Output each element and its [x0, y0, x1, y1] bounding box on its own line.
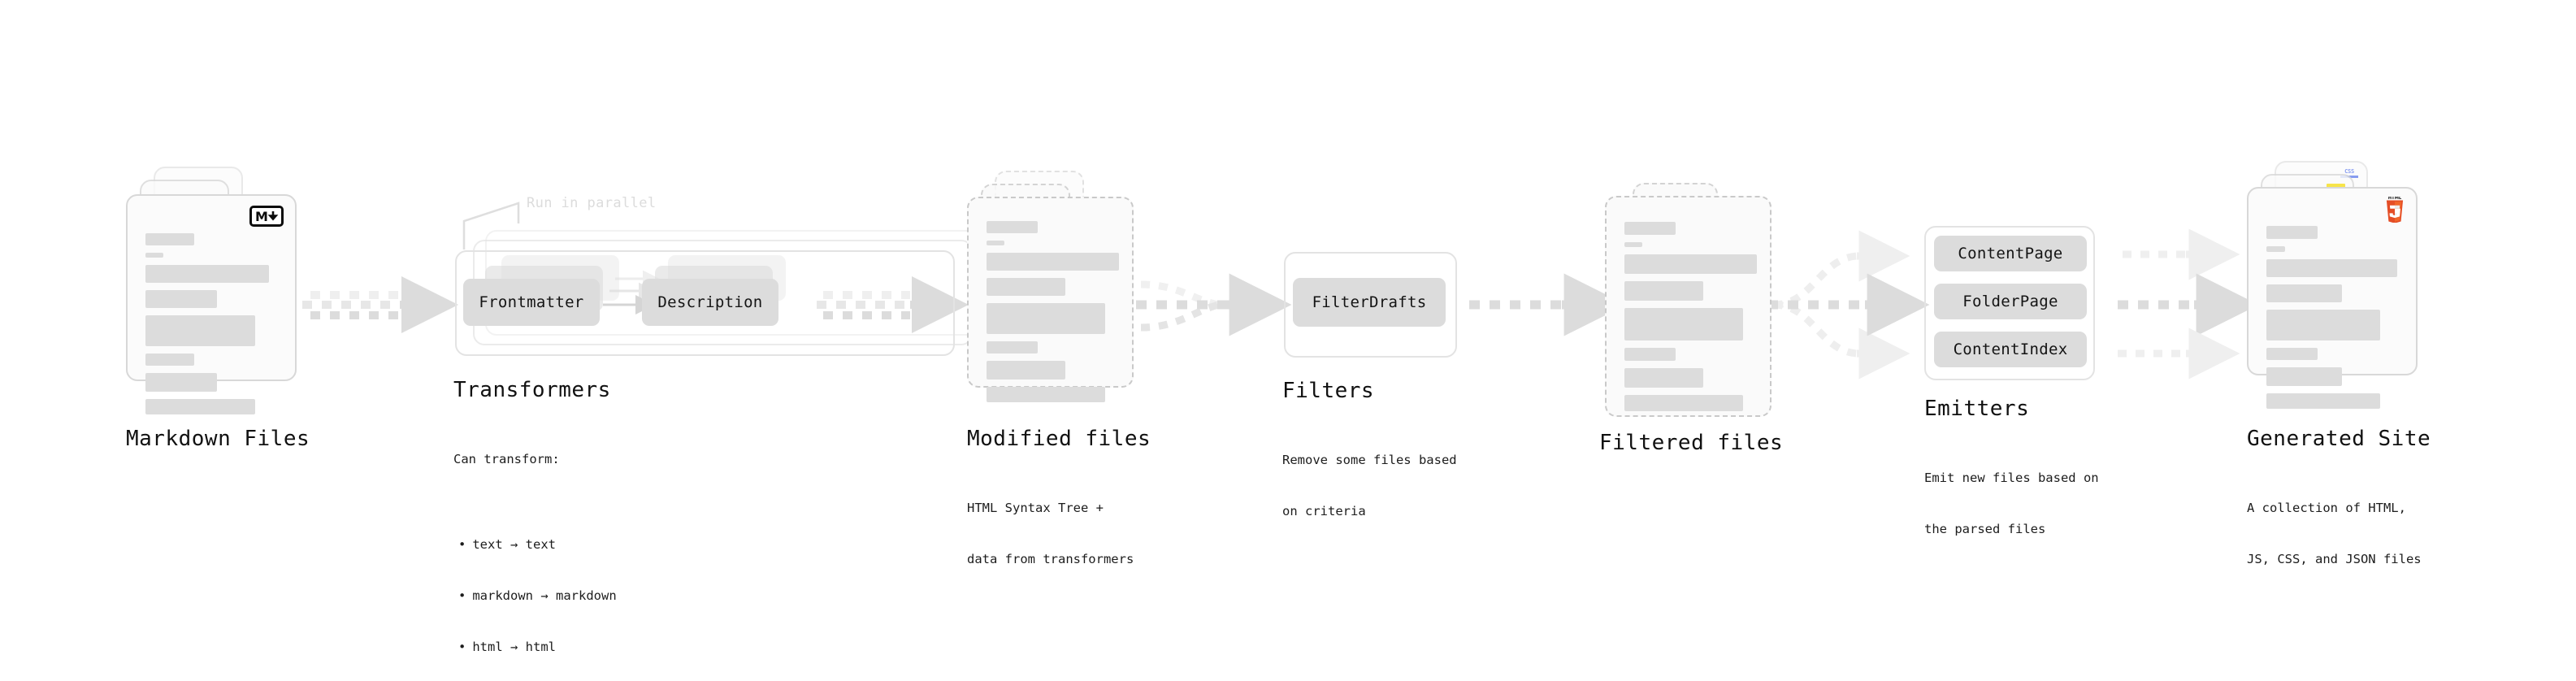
emitter-pill-contentpage[interactable]: ContentPage	[1934, 236, 2087, 271]
emitters-description: Emit new files based on the parsed files	[1924, 436, 2099, 572]
stage-title-markdown-files: Markdown Files	[126, 427, 310, 451]
stage-title-transformers: Transformers	[453, 378, 611, 402]
markdown-icon: M	[249, 206, 284, 227]
svg-text:HTML: HTML	[2388, 197, 2402, 201]
generated-desc-line-1: JS, CSS, and JSON files	[2247, 552, 2422, 566]
emitter-pill-contentindex[interactable]: ContentIndex	[1934, 332, 2087, 367]
run-in-parallel-label: Run in parallel	[527, 195, 657, 211]
filters-desc-line-0: Remove some files based	[1282, 453, 1457, 467]
modified-desc-line-0: HTML Syntax Tree +	[967, 501, 1104, 515]
generated-doc-skeleton	[2266, 226, 2398, 416]
filters-desc-line-1: on criteria	[1282, 504, 1366, 518]
stage-title-filtered-files: Filtered files	[1599, 431, 1784, 455]
arrow-emitters-to-site	[2118, 228, 2259, 380]
emitters-box	[1924, 226, 2095, 380]
svg-text:M: M	[255, 210, 268, 223]
generated-doc-front: HTML	[2247, 187, 2418, 409]
emitter-pill-folderpage[interactable]: FolderPage	[1934, 284, 2087, 319]
html5-icon: HTML	[2383, 196, 2406, 226]
transformers-box-front	[455, 250, 955, 356]
generated-desc-line-0: A collection of HTML,	[2247, 501, 2406, 515]
arrow-modified-to-filters	[1136, 273, 1292, 336]
css-icon-label: CSS	[2344, 168, 2354, 175]
filtered-doc-front	[1605, 196, 1772, 417]
filter-pill-filterdrafts[interactable]: FilterDrafts	[1293, 278, 1446, 327]
markdown-doc-front: M	[126, 194, 297, 414]
transformers-bullet-0: text → text	[453, 536, 617, 553]
modified-files-description: HTML Syntax Tree + data from transformer…	[967, 466, 1134, 602]
transformers-description: Can transform: text → text markdown → ma…	[453, 417, 617, 681]
arrow-markdown-to-transformers	[302, 276, 459, 333]
stage-title-filters: Filters	[1282, 379, 1375, 403]
generated-site-description: A collection of HTML, JS, CSS, and JSON …	[2247, 466, 2422, 602]
filters-description: Remove some files based on criteria	[1282, 418, 1457, 554]
transformers-desc-intro: Can transform:	[453, 452, 560, 466]
emitters-desc-line-1: the parsed files	[1924, 522, 2046, 536]
markdown-doc-skeleton	[145, 233, 277, 422]
modified-desc-line-1: data from transformers	[967, 552, 1134, 566]
filters-box	[1284, 252, 1457, 358]
stage-title-modified-files: Modified files	[967, 427, 1151, 451]
emitters-desc-line-0: Emit new files based on	[1924, 471, 2099, 485]
transformer-pill-description[interactable]: Description	[642, 279, 778, 326]
transformer-pill-frontmatter[interactable]: Frontmatter	[463, 279, 600, 326]
stage-title-generated-site: Generated Site	[2247, 427, 2431, 451]
transformers-bullet-1: markdown → markdown	[453, 588, 616, 605]
transformers-bullet-2: html → html	[453, 639, 617, 656]
modified-doc-skeleton	[987, 221, 1119, 410]
transformers-bullet-list: text → text markdown → markdown html → h…	[453, 502, 617, 681]
arrow-filtered-to-emitters	[1767, 230, 1930, 380]
modified-doc-front	[967, 197, 1134, 402]
filtered-doc-skeleton	[1624, 222, 1757, 419]
stage-title-emitters: Emitters	[1924, 397, 2030, 421]
